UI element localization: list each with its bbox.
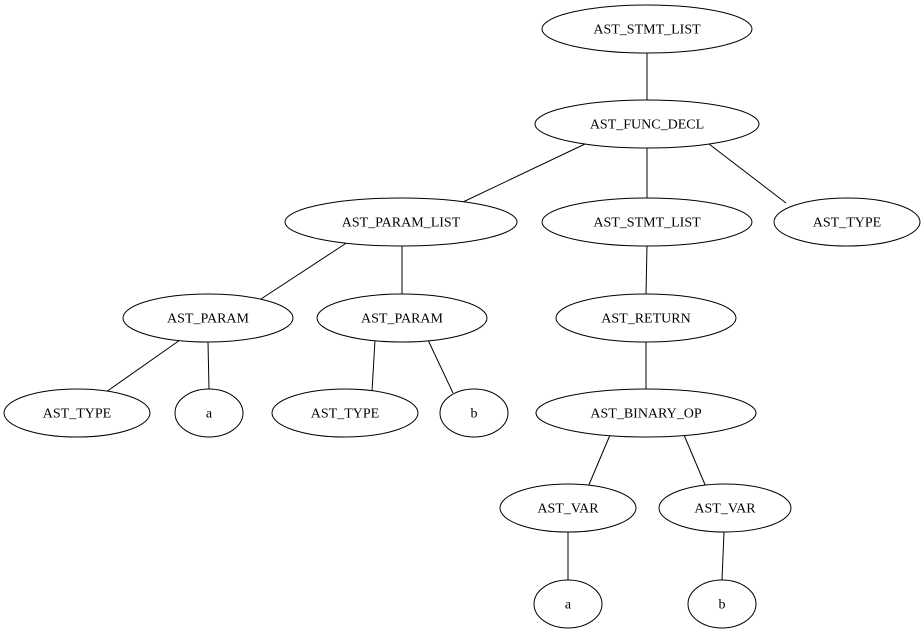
graph-edge bbox=[683, 434, 707, 488]
node-ellipse[interactable] bbox=[3, 388, 151, 438]
node-ellipse[interactable] bbox=[541, 197, 753, 247]
node-ellipse[interactable] bbox=[122, 293, 294, 343]
node-ellipse[interactable] bbox=[534, 99, 760, 149]
node-ellipse[interactable] bbox=[658, 483, 792, 533]
node-ellipse[interactable] bbox=[541, 4, 753, 54]
graph-node[interactable]: a bbox=[174, 388, 244, 438]
graph-node[interactable]: b bbox=[439, 388, 509, 438]
graph-edge bbox=[105, 339, 181, 393]
node-ellipse[interactable] bbox=[499, 483, 637, 533]
graph-node[interactable]: AST_VAR bbox=[658, 483, 792, 533]
graph-node[interactable]: AST_TYPE bbox=[271, 388, 419, 438]
edges-layer bbox=[105, 53, 787, 581]
graph-node[interactable]: AST_RETURN bbox=[555, 293, 737, 343]
graph-node[interactable]: AST_BINARY_OP bbox=[535, 388, 757, 438]
graph-node[interactable]: AST_STMT_LIST bbox=[541, 197, 753, 247]
node-ellipse[interactable] bbox=[316, 293, 488, 343]
node-ellipse[interactable] bbox=[533, 579, 603, 629]
node-ellipse[interactable] bbox=[439, 388, 509, 438]
graph-edge bbox=[462, 143, 586, 203]
graph-node[interactable]: AST_FUNC_DECL bbox=[534, 99, 760, 149]
graph-node[interactable]: b bbox=[687, 579, 757, 629]
graph-edge bbox=[371, 339, 376, 393]
graph-node[interactable]: AST_VAR bbox=[499, 483, 637, 533]
node-ellipse[interactable] bbox=[555, 293, 737, 343]
node-ellipse[interactable] bbox=[284, 197, 518, 247]
node-ellipse[interactable] bbox=[687, 579, 757, 629]
graph-edge bbox=[721, 531, 725, 581]
node-ellipse[interactable] bbox=[174, 388, 244, 438]
node-ellipse[interactable] bbox=[773, 197, 921, 247]
graph-edge bbox=[587, 434, 611, 488]
graph-edge bbox=[427, 339, 454, 394]
graph-node[interactable]: AST_TYPE bbox=[773, 197, 921, 247]
graph-edge bbox=[260, 241, 349, 300]
graph-node[interactable]: AST_STMT_LIST bbox=[541, 4, 753, 54]
graph-edge bbox=[645, 245, 648, 295]
graph-edge bbox=[207, 341, 210, 390]
graph-node[interactable]: a bbox=[533, 579, 603, 629]
graph-node[interactable]: AST_TYPE bbox=[3, 388, 151, 438]
graph-node[interactable]: AST_PARAM bbox=[316, 293, 488, 343]
graph-node[interactable]: AST_PARAM bbox=[122, 293, 294, 343]
graph-node[interactable]: AST_PARAM_LIST bbox=[284, 197, 518, 247]
node-ellipse[interactable] bbox=[271, 388, 419, 438]
graph-edge bbox=[708, 143, 787, 204]
node-ellipse[interactable] bbox=[535, 388, 757, 438]
